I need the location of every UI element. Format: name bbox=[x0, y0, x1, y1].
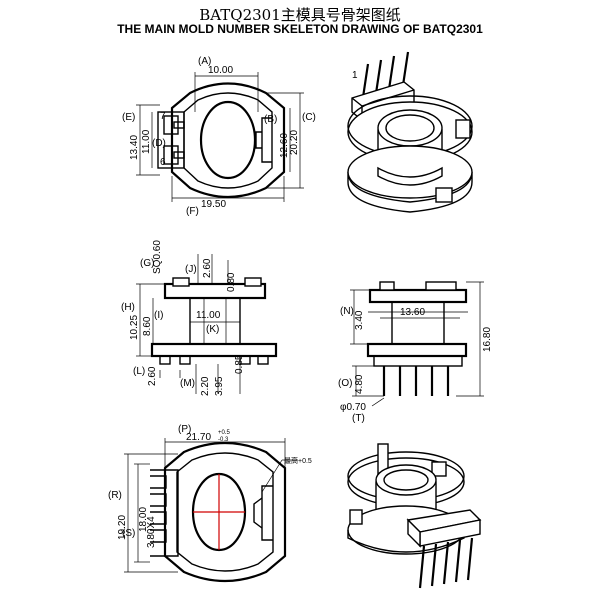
dim-s-label: (S) bbox=[122, 528, 135, 539]
dim-m-label: (M) bbox=[180, 378, 195, 389]
bottom-view: (P) 21.70 +0.5 -0.3 最高+0.5 19.20 (R) 18.… bbox=[108, 424, 312, 583]
dim-g-label: (G) bbox=[140, 258, 154, 269]
dim-i-value: 8.60 bbox=[142, 316, 153, 336]
dim-pin-diameter-value: φ0.70 bbox=[340, 402, 366, 413]
drawing-title-chinese: BATQ2301主模具号骨架图纸 bbox=[199, 6, 401, 24]
dim-t-label: (T) bbox=[352, 413, 365, 424]
dim-j-value: 2.60 bbox=[202, 258, 213, 278]
pin-number-7: 7 bbox=[160, 111, 166, 122]
iso-view-bottom bbox=[347, 443, 482, 589]
dim-f-label: (F) bbox=[186, 206, 199, 217]
dim-c-value: 20.20 bbox=[289, 130, 300, 155]
dim-i-label: (I) bbox=[154, 310, 163, 321]
dim-395-value: 3.95 bbox=[214, 376, 225, 396]
top-view: (A) 10.00 19.50 (F) 20.20 (C) 12.60 (B) … bbox=[122, 56, 316, 217]
dim-q-value: 18.00 bbox=[138, 507, 149, 532]
dim-n-value: 3.40 bbox=[354, 310, 365, 330]
dim-085-value: 0.85 bbox=[234, 354, 245, 374]
dim-o-label: (O) bbox=[338, 378, 352, 389]
pin-number-6: 6 bbox=[160, 157, 166, 168]
dim-f-value: 19.50 bbox=[201, 199, 226, 210]
dim-080-value: 0.80 bbox=[226, 272, 237, 292]
dim-j-label: (J) bbox=[185, 264, 197, 275]
dim-d-value: 11.00 bbox=[141, 129, 152, 154]
dim-n-label: (N) bbox=[340, 306, 354, 317]
dim-r-value: 19.20 bbox=[117, 515, 128, 540]
dim-b-value: 12.60 bbox=[279, 133, 290, 158]
dim-width-value: 13.60 bbox=[400, 307, 425, 318]
side-view: 10.25 (H) 8.60 (I) 11.00 (K) (G) SQ0.60 … bbox=[121, 240, 278, 396]
dim-h-label: (H) bbox=[121, 302, 135, 313]
dim-l-value: 2.60 bbox=[147, 366, 158, 386]
iso-pin-number-1: 1 bbox=[352, 70, 358, 81]
dim-p-tolerance-plus: +0.5 bbox=[218, 430, 231, 436]
dim-o-value: 4.80 bbox=[354, 374, 365, 394]
dim-pitch-value: 3.80X4 bbox=[146, 516, 157, 548]
dim-d-label: (D) bbox=[152, 138, 166, 149]
dim-k-value: 11.00 bbox=[196, 310, 221, 321]
dim-l-label: (L) bbox=[133, 366, 145, 377]
dim-h-value: 10.25 bbox=[129, 315, 140, 340]
dim-a-label: (A) bbox=[198, 56, 211, 67]
dim-k-label: (K) bbox=[206, 324, 219, 335]
dim-m-value: 2.20 bbox=[200, 376, 211, 396]
dim-e-label: (E) bbox=[122, 112, 135, 123]
dim-b-label: (B) bbox=[264, 114, 277, 125]
front-view: 3.40 (N) 13.60 16.80 4.80 (O) φ0.70 (T) bbox=[338, 281, 493, 424]
dim-p-value: 21.70 bbox=[186, 432, 211, 443]
dim-r-label: (R) bbox=[108, 490, 122, 501]
dim-a-value: 10.00 bbox=[208, 65, 233, 76]
dim-p-label: (P) bbox=[178, 424, 191, 435]
drawing-title-english: THE MAIN MOLD NUMBER SKELETON DRAWING OF… bbox=[117, 22, 483, 36]
iso-view-top: 1 bbox=[347, 51, 473, 213]
dim-height-value: 16.80 bbox=[482, 327, 493, 352]
dim-p-tolerance-minus: -0.3 bbox=[218, 437, 229, 443]
note-max-tolerance: 最高+0.5 bbox=[284, 456, 312, 465]
dim-g-value: SQ0.60 bbox=[152, 240, 163, 274]
dim-c-label: (C) bbox=[302, 112, 316, 123]
dim-e-value: 13.40 bbox=[129, 135, 140, 160]
